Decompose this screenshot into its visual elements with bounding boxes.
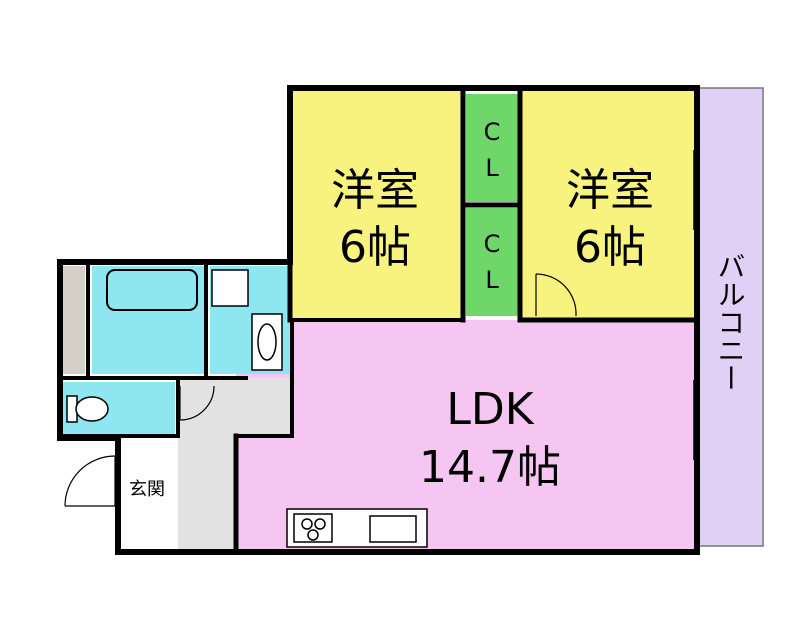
ldk-upper-left	[291, 320, 301, 435]
closet-2-label-line1: C	[484, 230, 501, 258]
closet-1-label-line2: L	[485, 154, 499, 182]
walls	[57, 85, 700, 555]
entrance-label: 玄関	[129, 479, 165, 500]
entrance-floor	[120, 440, 176, 550]
balcony-label: バルコニー	[714, 252, 747, 392]
balcony-area	[696, 87, 764, 547]
kitchen-counter	[286, 508, 428, 548]
hallway-lower	[178, 436, 236, 550]
storage-strip	[63, 266, 85, 374]
western-room-1	[291, 90, 461, 320]
bathtub-icon	[106, 269, 198, 311]
toilet-icon	[66, 395, 109, 423]
western-room-2-name: 洋室	[566, 165, 654, 216]
ldk-size: 14.7帖	[419, 442, 561, 493]
windows	[693, 150, 700, 460]
hallway-floor	[178, 378, 290, 436]
closet-1-label-line1: C	[484, 118, 501, 146]
closet-1	[466, 94, 519, 202]
closet-2-label-line2: L	[485, 266, 499, 294]
closet-2	[466, 208, 519, 316]
sink-icon	[251, 313, 283, 371]
western-room-2	[520, 90, 695, 320]
ldk-name: LDK	[446, 384, 534, 435]
western-room-2-size: 6帖	[574, 222, 646, 273]
western-room-1-name: 洋室	[331, 165, 419, 216]
western-room-1-size: 6帖	[339, 222, 411, 273]
door-swings	[64, 273, 577, 507]
washing-machine-icon	[211, 269, 249, 307]
